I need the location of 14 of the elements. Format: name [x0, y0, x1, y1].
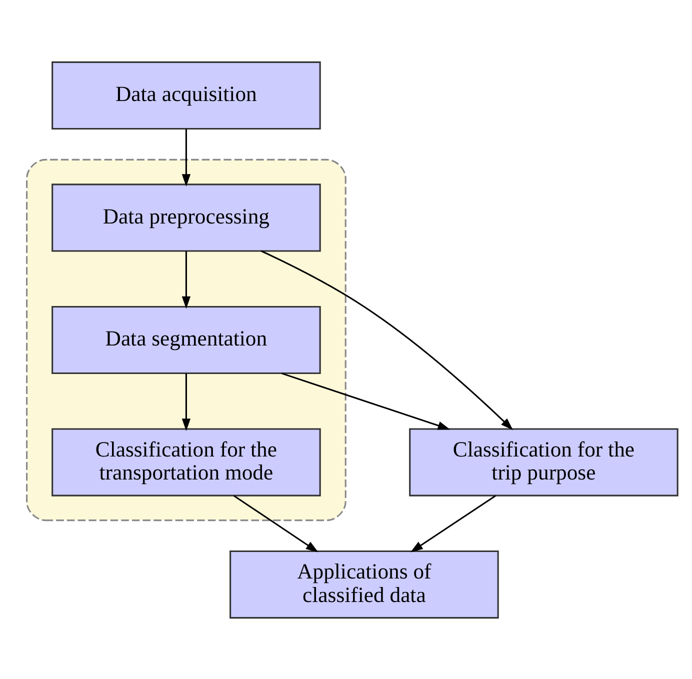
- node-box: Applications of classified data: [230, 550, 499, 618]
- arrow: [182, 250, 191, 308]
- node-box: Data preprocessing: [52, 183, 321, 252]
- arrow: [410, 494, 496, 552]
- node-box: Classification for the transportation mode: [52, 428, 321, 496]
- node-box: Data segmentation: [52, 305, 321, 374]
- node-box: Classification for the trip purpose: [409, 428, 678, 496]
- arrow: [281, 372, 450, 430]
- node-box: Data acquisition: [52, 60, 321, 130]
- arrow: [182, 372, 191, 431]
- arrow: [182, 128, 191, 186]
- arrow: [233, 494, 318, 552]
- arrow: [260, 250, 514, 430]
- cluster: [26, 158, 346, 521]
